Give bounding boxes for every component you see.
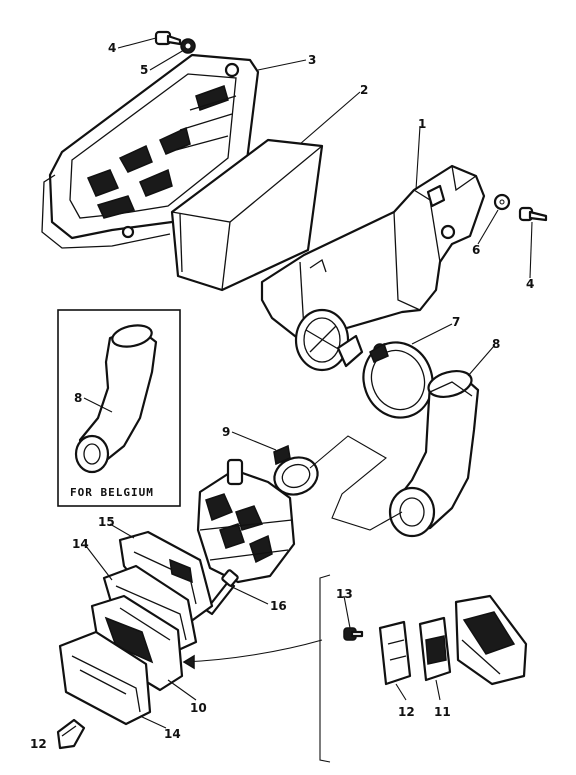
small-part-12-left	[56, 718, 86, 750]
group-pointer-line	[183, 639, 323, 663]
clamp-9	[273, 444, 319, 496]
carburetor	[196, 458, 296, 584]
hose-clamp-7	[362, 341, 434, 419]
group-bracket	[319, 574, 331, 763]
connection-line	[309, 435, 403, 531]
screw-4-right	[518, 206, 548, 222]
air-cleaner-case	[260, 164, 486, 372]
callout-3: 3	[308, 53, 316, 67]
inset-frame	[57, 309, 181, 507]
callout-5: 5	[140, 63, 148, 77]
callout-4-right: 4	[526, 277, 534, 291]
screw-13	[343, 627, 364, 641]
callout-15: 15	[98, 515, 115, 529]
intake-joint-8	[388, 369, 480, 538]
callout-14-top: 14	[72, 537, 89, 551]
reed-stopper-12	[378, 620, 412, 686]
washer-6	[493, 193, 511, 211]
callout-2: 2	[360, 83, 368, 97]
callout-16: 16	[270, 599, 287, 613]
filter-element	[170, 138, 324, 292]
callout-11: 11	[434, 705, 451, 719]
callout-12-right: 12	[398, 705, 415, 719]
reed-11	[418, 616, 452, 682]
callout-12-left: 12	[30, 737, 47, 751]
callouts: 4 5 3 2 1 6 4 7 8 8 9 15 14 16 13 10 14 …	[30, 41, 534, 751]
callout-6: 6	[472, 243, 480, 257]
callout-10: 10	[190, 701, 207, 715]
washer-5	[180, 38, 196, 54]
callout-8-inset: 8	[74, 391, 82, 405]
screw-4-top	[154, 30, 182, 46]
leader-lines	[83, 37, 533, 729]
callout-7: 7	[452, 315, 460, 329]
callout-9: 9	[222, 425, 230, 439]
callout-14-bottom: 14	[164, 727, 181, 741]
belgium-inset	[57, 309, 181, 507]
callout-13: 13	[336, 587, 353, 601]
callout-8-right: 8	[492, 337, 500, 351]
reed-valve-assembly	[454, 594, 528, 686]
gasket-14-bottom	[58, 630, 152, 726]
callout-1: 1	[418, 117, 426, 131]
callout-4-top: 4	[108, 41, 116, 55]
inset-caption: FOR BELGIUM	[70, 486, 154, 499]
